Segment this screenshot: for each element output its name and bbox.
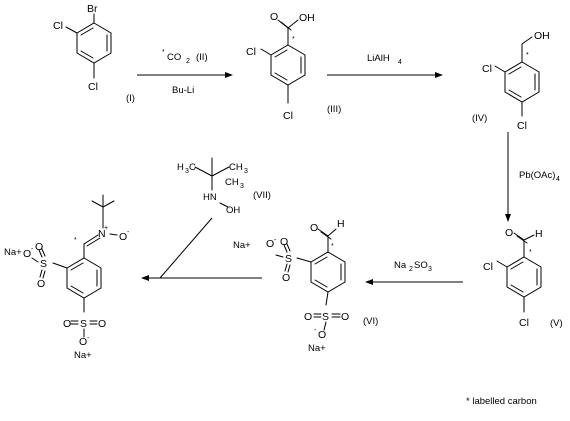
charge-label: - (274, 237, 277, 244)
compound-label: (IV) (472, 113, 487, 124)
atom-label: CH (225, 177, 239, 188)
compound-label: (V) (550, 318, 563, 329)
charge-label: - (31, 246, 34, 253)
compound-IV: OH * Cl Cl (IV) (472, 30, 550, 132)
label-star: * (162, 49, 165, 56)
compound-VI: O H * S O O O - S O O O - Na+ Na+ (VI) (233, 218, 378, 354)
charge-label: - (127, 229, 130, 236)
counterion-label: Na+ (308, 343, 326, 354)
atom-label: H (177, 162, 184, 173)
atom-subscript: 3 (185, 168, 189, 175)
atom-label: O (304, 311, 312, 323)
reagent-text: LiAlH (367, 53, 390, 64)
atom-label: N (98, 228, 106, 240)
atom-subscript: 3 (244, 168, 248, 175)
reagent-text: SO (414, 260, 428, 271)
atom-label: C (189, 162, 196, 173)
atom-label: Cl (283, 110, 293, 122)
arrow-step3: Pb(OAc) 4 (505, 132, 560, 222)
atom-label: S (80, 318, 87, 330)
compound-label: (III) (327, 104, 341, 115)
atom-label: O (63, 318, 71, 330)
atom-label: Cl (88, 81, 98, 93)
arrow-step5 (141, 217, 262, 281)
reagent-subscript: 3 (428, 266, 432, 273)
atom-label: O (37, 278, 45, 290)
atom-label: O (98, 318, 106, 330)
charge-label: - (314, 327, 317, 334)
atom-label: Cl (517, 120, 527, 132)
atom-label: Br (87, 3, 98, 15)
label-star: * (529, 249, 532, 256)
atom-label: Cl (483, 261, 493, 273)
atom-label: Cl (482, 63, 492, 75)
atom-label: CH (229, 162, 243, 173)
atom-label: HN (203, 192, 217, 203)
reagent-text: Pb(OAc) (519, 170, 555, 181)
atom-label: H (535, 228, 543, 240)
label-star: * (526, 52, 529, 59)
atom-label: O (79, 336, 87, 348)
atom-subscript: 3 (240, 183, 244, 190)
label-star: * (74, 237, 77, 244)
atom-label: OH (226, 205, 240, 216)
arrow-step4: Na 2 SO 3 (365, 260, 463, 285)
atom-label: O (505, 227, 513, 239)
atom-label: H (337, 218, 345, 230)
atom-label: Cl (246, 46, 256, 58)
atom-label: O (23, 248, 31, 260)
compound-III: O OH * Cl Cl (III) (246, 11, 341, 122)
label-star: * (331, 243, 334, 250)
charge-label: - (87, 335, 90, 342)
atom-label: Cl (53, 20, 63, 32)
compound-I: Br Cl Cl (I) (53, 3, 135, 104)
atom-label: O (318, 329, 326, 341)
compound-VIII: Na+ O - S O O S O O O - Na+ N + O - * (4, 194, 130, 361)
reagent-text: Na (394, 260, 407, 271)
compound-label: (VII) (253, 190, 271, 201)
label-star: * (292, 36, 295, 43)
reagent-subscript: 2 (409, 266, 413, 273)
atom-label: O (266, 238, 274, 250)
atom-label: O (341, 311, 349, 323)
reagent-text: Bu-Li (172, 85, 194, 96)
compound-V: O H * Cl Cl (V) (483, 227, 563, 329)
atom-label: S (40, 258, 47, 270)
counterion-label: Na+ (233, 240, 251, 251)
compound-VII: H 3 C CH 3 CH 3 HN OH (VII) (177, 157, 271, 216)
reagent-subscript: 4 (556, 176, 560, 183)
atom-label: O (35, 241, 43, 253)
compound-label: (VI) (363, 316, 378, 327)
arrow-step1: * CO 2 (II) Bu-Li (137, 49, 233, 96)
atom-label: S (285, 253, 292, 265)
atom-label: O (310, 222, 318, 234)
atom-label: O (280, 236, 288, 248)
reagent-subscript: 2 (186, 58, 190, 65)
atom-label: O (282, 272, 290, 284)
reagent-text: (II) (196, 52, 208, 63)
atom-label: O (270, 11, 278, 23)
atom-label: Cl (519, 317, 529, 329)
atom-label: S (322, 311, 329, 323)
charge-label: + (104, 225, 108, 232)
atom-label: O (119, 231, 127, 243)
reagent-subscript: 4 (398, 59, 402, 66)
counterion-label: Na+ (74, 350, 92, 361)
compound-label: (I) (126, 93, 135, 104)
reagent-text: CO (167, 52, 181, 63)
footnote: * labelled carbon (466, 396, 537, 407)
atom-label: OH (534, 30, 550, 42)
counterion-label: Na+ (4, 247, 22, 258)
atom-label: OH (299, 12, 315, 24)
arrow-step2: LiAlH 4 (327, 53, 443, 78)
